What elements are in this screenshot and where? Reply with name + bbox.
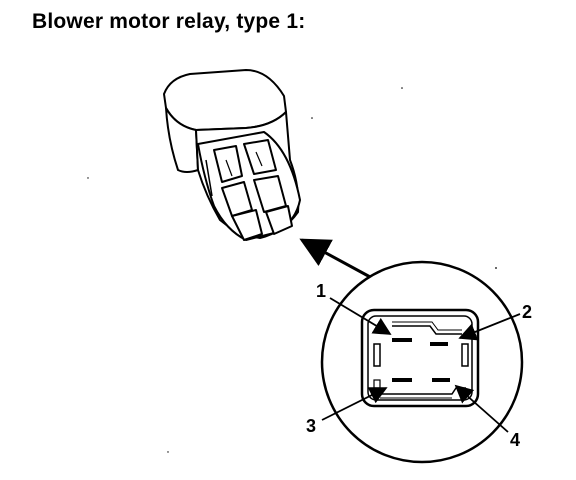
terminal-bars — [392, 338, 450, 382]
relay-body — [163, 69, 301, 241]
pin-label-3: 3 — [306, 416, 316, 436]
leader-lines — [321, 297, 521, 433]
scan-specks — [87, 87, 497, 453]
terminal-2 — [430, 342, 448, 346]
pin-label-2: 2 — [522, 302, 532, 322]
pin-label-1: 1 — [316, 281, 326, 301]
diagram-title: Blower motor relay, type 1: — [32, 10, 306, 33]
terminal-1 — [392, 338, 412, 342]
terminal-3 — [392, 378, 412, 382]
terminal-4 — [432, 378, 450, 382]
magnified-view-circle — [320, 260, 524, 464]
pin-label-4: 4 — [510, 430, 520, 450]
pointer-arrow — [299, 238, 373, 280]
